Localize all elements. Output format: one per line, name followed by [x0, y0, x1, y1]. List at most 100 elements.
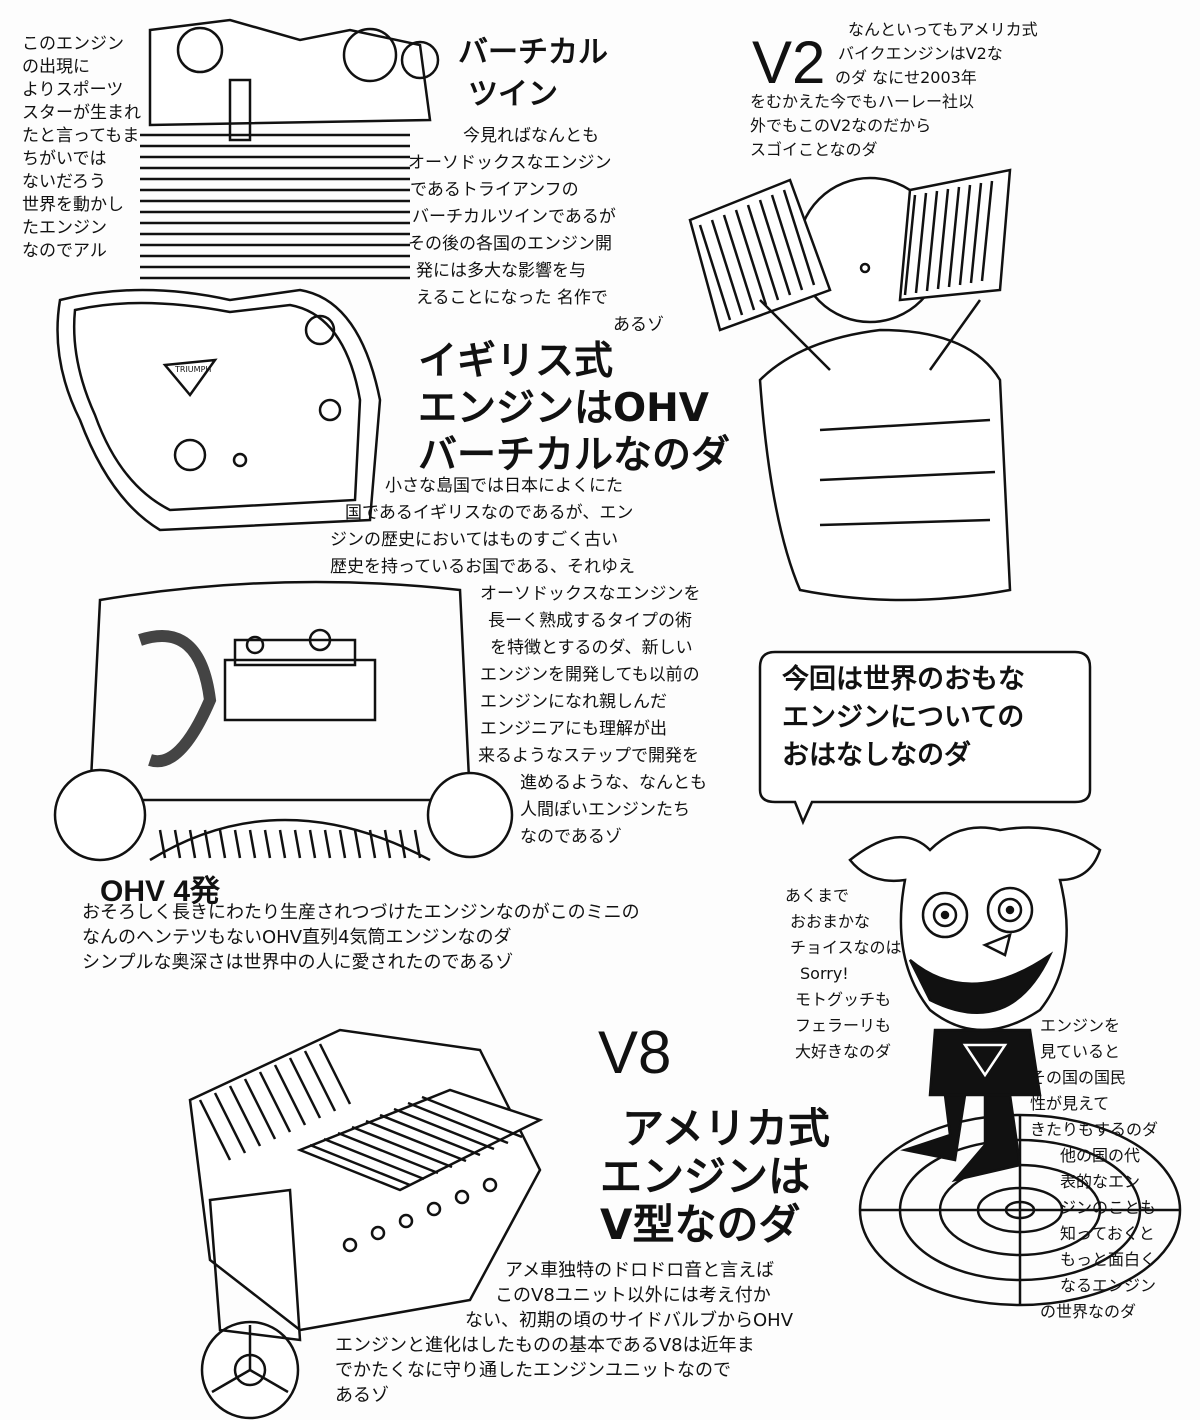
fin-line: [903, 194, 917, 296]
text-line: 発には多大な影響を与: [416, 261, 586, 281]
text-line: エンジンはOHV: [418, 386, 709, 431]
v8-text: アメ車独特のドロドロ音と言えばこのV8ユニット以外には考え付かない、初期の頃のサ…: [335, 1262, 793, 1412]
v2-title: V2: [752, 29, 826, 96]
fin-line: [710, 219, 744, 316]
fin-line: [746, 204, 780, 301]
triumph-engine-drawing: TRIUMPH: [56, 18, 440, 532]
fin-line: [698, 224, 732, 321]
fin-line: [258, 1071, 292, 1133]
british-text: 小さな島国では日本によくにた国であるイギリスなのであるが、エンジンの歴史において…: [330, 478, 707, 856]
title-line: バーチカル: [458, 35, 608, 70]
text-line: 知っておくと: [1060, 1224, 1155, 1243]
text-line: よりスポーツ: [22, 80, 124, 100]
fin-line: [318, 1043, 352, 1105]
text-line: おそろしく長きにわたり生産されつづけたエンジンなのがこのミニの: [82, 902, 640, 923]
fin-line: [936, 188, 950, 290]
fin-line: [758, 199, 792, 296]
fin-line: [188, 829, 197, 859]
text-line: のダ なにせ2003年: [835, 68, 977, 87]
text-line: モトグッチも: [795, 990, 892, 1009]
text-line: なのであるゾ: [520, 827, 622, 847]
text-line: なのでアル: [22, 241, 107, 261]
vertical-twin-text: 今見ればなんともオーソドックスなエンジンであるトライアンフのバーチカルツインであ…: [408, 128, 664, 344]
text-line: エンジニアにも理解が出: [480, 719, 667, 739]
text-line: 長ーく熟成するタイプの術: [488, 611, 692, 631]
text-line: バーチカルなのダ: [418, 433, 731, 478]
fin-line: [365, 1119, 467, 1163]
fin-line: [383, 829, 392, 859]
text-line: バイクエンジンはV2な: [838, 44, 1003, 63]
bolt-icon: [426, 1201, 442, 1217]
text-line: たと言ってもま: [22, 126, 140, 146]
fin-line: [353, 829, 362, 859]
text-line: スターが生まれ: [22, 103, 141, 123]
text-line: 今回は世界のおもな: [782, 664, 1025, 695]
triumph-logo: TRIUMPH: [174, 365, 211, 374]
text-line: ジンのことも: [1060, 1198, 1157, 1217]
text-line: エンジンになれ親しんだ: [480, 692, 667, 712]
text-line: 性が見えて: [1030, 1094, 1110, 1113]
fin-line: [338, 829, 347, 859]
fin-line: [303, 1050, 337, 1112]
text-line: このエンジン: [22, 34, 124, 54]
fin-line: [323, 829, 332, 859]
text-line: アメリカ式: [622, 1104, 830, 1153]
fin-line: [980, 180, 994, 282]
bolt-icon: [482, 1177, 498, 1193]
text-line: おはなしなのダ: [782, 740, 971, 771]
text-line: であるトライアンフの: [410, 180, 579, 200]
text-line: でかたくなに守り通したエンジンユニットなので: [335, 1360, 731, 1381]
text-line: を特徴とするのダ、新しい: [490, 638, 693, 658]
fin-line: [273, 1064, 307, 1126]
text-line: 他の国の代: [1060, 1146, 1141, 1165]
text-line: イギリス式: [418, 339, 614, 384]
v2-engine-drawing: [688, 168, 1012, 602]
text-line: オーソドックスなエンジンを: [480, 584, 701, 604]
text-line: 小さな島国では日本によくにた: [385, 476, 623, 496]
top-left-note: このエンジンの出現によりスポーツスターが生まれたと言ってもまちがいではないだろう…: [22, 36, 141, 266]
fin-line: [309, 1143, 411, 1187]
v2-text: なんといってもアメリカ式バイクエンジンはV2なのダ なにせ2003年をむかえた今…: [750, 22, 1038, 166]
text-line: チョイスなのは: [790, 938, 902, 957]
vertical-twin-title: バーチカル ツイン: [458, 38, 608, 122]
fin-line: [218, 829, 227, 859]
text-line: をむかえた今でもハーレー社以: [750, 92, 975, 111]
text-line: ジンの歴史においてはものすごく古い: [330, 530, 619, 550]
text-line: の出現に: [22, 57, 90, 77]
text-line: その国の国民: [1030, 1068, 1127, 1087]
fin-line: [293, 829, 302, 859]
text-line: の世界なのダ: [1040, 1302, 1137, 1321]
ohv4-title: OHV 4発: [100, 875, 221, 908]
text-line: エンジンは: [600, 1152, 811, 1201]
fin-line: [734, 209, 768, 306]
bolt-icon: [370, 1225, 386, 1241]
fin-line: [233, 829, 242, 859]
fin-line: [722, 214, 756, 311]
fin-line: [263, 829, 272, 859]
fin-line: [248, 829, 257, 859]
text-line: シンプルな奥深さは世界中の人に愛されたのであるゾ: [82, 952, 514, 973]
mascot-character-drawing: [848, 826, 1182, 1307]
fin-line: [421, 1095, 523, 1139]
fin-line: [198, 1099, 232, 1161]
fin-line: [323, 1137, 425, 1181]
text-line: あるゾ: [613, 315, 664, 335]
v8-title: V8: [598, 1019, 672, 1086]
mini-engine-bay-drawing: [53, 580, 514, 862]
text-line: なんのヘンテツもないOHV直列4気筒エンジンなのダ: [82, 927, 512, 948]
fin-line: [407, 1101, 509, 1145]
text-line: 人間ぽいエンジンたち: [520, 800, 690, 820]
text-line: エンジンを: [1040, 1016, 1121, 1035]
text-line: Sorry!: [800, 964, 849, 983]
text-line: スゴイことなのダ: [750, 140, 878, 159]
fin-line: [782, 189, 816, 286]
text-line: あるゾ: [335, 1385, 389, 1406]
text-line: なるエンジン: [1060, 1276, 1157, 1295]
text-line: たエンジン: [22, 218, 107, 238]
text-line: その後の各国のエンジン開: [408, 234, 612, 254]
text-line: 歴史を持っているお国である、それゆえ: [330, 557, 635, 577]
ohv4-text: おそろしく長きにわたり生産されつづけたエンジンなのがこのミニのなんのヘンテツもな…: [82, 904, 640, 979]
text-line: ないだろう: [22, 172, 106, 192]
